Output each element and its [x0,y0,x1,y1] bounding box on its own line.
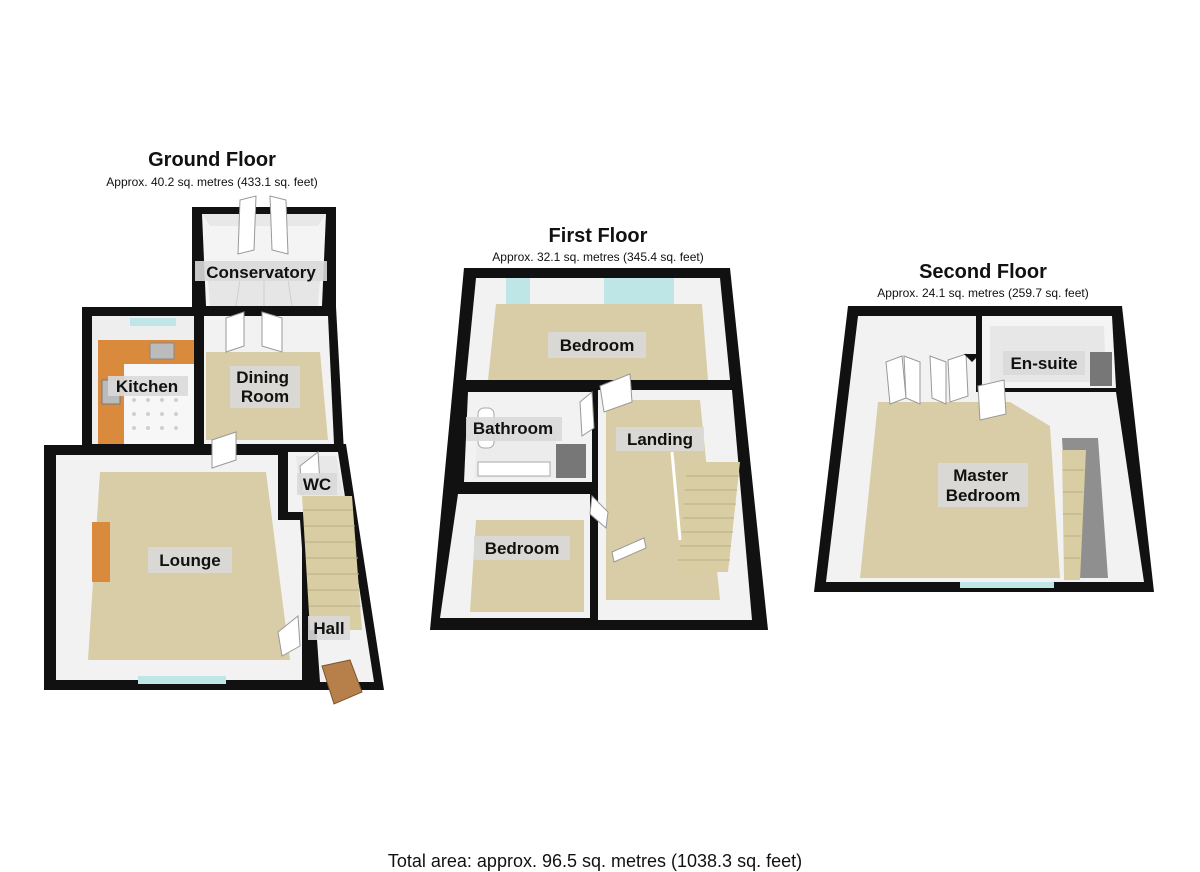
room-label-master-line1: Master [953,466,1008,485]
second-floor: Second Floor Approx. 24.1 sq. metres (25… [814,261,1154,592]
conservatory [192,195,336,312]
room-label-wc: WC [303,475,331,494]
room-label-master-bedroom: Master Bedroom [946,466,1021,505]
first-floor-title: First Floor [549,225,648,247]
hall-stairs [277,444,384,705]
room-label-lounge: Lounge [159,551,220,570]
master-bedroom [826,316,1144,588]
ground-floor-title: Ground Floor [148,149,276,171]
ground-floor-area: Approx. 40.2 sq. metres (433.1 sq. feet) [106,175,317,189]
dining-door-right [261,311,283,353]
dining-door-left [225,311,245,353]
lounge [44,431,312,690]
room-label-master-line2: Bedroom [946,486,1021,505]
en-suite [982,316,1116,388]
wardrobe-door-2 [903,355,921,405]
room-label-en-suite: En-suite [1010,354,1077,373]
second-floor-title: Second Floor [919,261,1047,283]
first-bedroom-top [466,278,730,380]
room-label-dining: Dining Room [236,368,294,406]
room-label-dining-line1: Dining [236,368,289,387]
total-area: Total area: approx. 96.5 sq. metres (103… [388,851,802,871]
first-floor-area: Approx. 32.1 sq. metres (345.4 sq. feet) [492,250,703,264]
room-label-dining-line2: Room [241,387,289,406]
ensuite-door [977,379,1007,421]
lounge-door [211,431,237,469]
first-floor: First Floor Approx. 32.1 sq. metres (345… [430,225,768,630]
bedroom-door [589,494,609,529]
room-label-hall: Hall [313,619,344,638]
hall-door [277,615,301,657]
wardrobe-door-4 [947,353,969,403]
wardrobe-door-3 [929,355,947,405]
first-bedroom-bottom [440,494,609,618]
kitchen [82,307,200,452]
room-label-landing: Landing [627,430,693,449]
conservatory-french-door-right [269,195,289,255]
room-label-conservatory: Conservatory [206,263,316,282]
landing [598,373,752,620]
ground-stairs [302,496,362,630]
second-floor-area: Approx. 24.1 sq. metres (259.7 sq. feet) [877,286,1088,300]
first-stairs [676,462,740,572]
wardrobe-door-1 [885,355,907,405]
bathroom-door [579,390,595,437]
conservatory-french-door-left [237,195,257,255]
ground-floor: Ground Floor Approx. 40.2 sq. metres (43… [44,149,384,705]
room-label-bedroom-bottom: Bedroom [485,539,560,558]
landing-door-top [599,373,633,413]
bathroom [464,390,595,482]
room-label-bedroom-top: Bedroom [560,336,635,355]
dining-room [196,307,344,452]
room-label-kitchen: Kitchen [116,377,178,396]
room-label-bathroom: Bathroom [473,419,553,438]
landing-door-bottom [611,537,647,563]
